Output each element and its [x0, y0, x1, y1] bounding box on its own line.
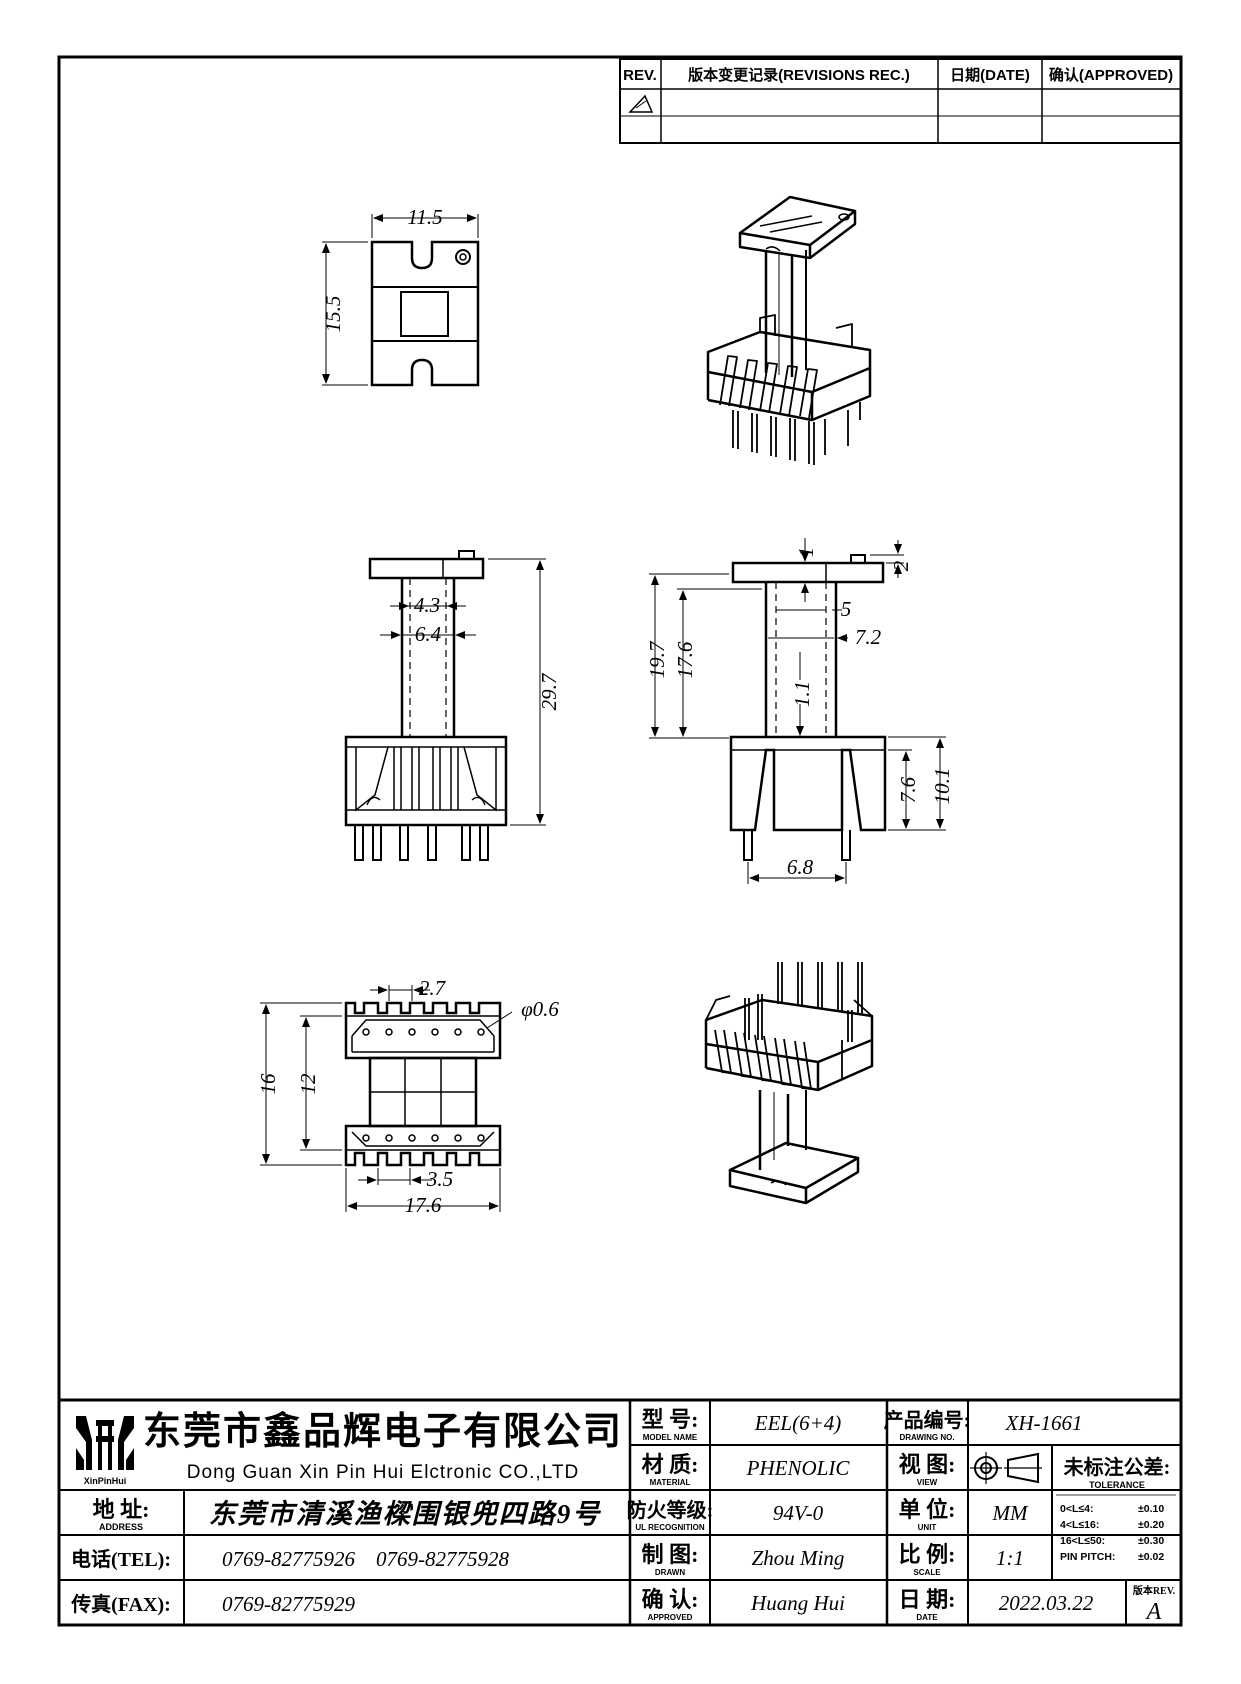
date-label-en: DATE [916, 1613, 938, 1622]
dim-side-17-6: 17.6 [673, 641, 697, 678]
tolerance-value-4: ±0.02 [1138, 1551, 1164, 1563]
approved-value: Huang Hui [750, 1591, 845, 1615]
revision-delta-icon [628, 94, 654, 113]
dim-side-7-6: 7.6 [896, 776, 920, 803]
tolerance-value-3: ±0.30 [1138, 1535, 1164, 1547]
side-view [649, 538, 946, 884]
address-label: 地 址: [93, 1497, 150, 1522]
dim-bottom-12: 12 [296, 1073, 320, 1095]
scale-label-en: SCALE [913, 1568, 941, 1577]
drawing-no-label-en: DRAWING NO. [899, 1433, 954, 1442]
dim-side-19-7: 19.7 [645, 640, 669, 678]
material-label: 材 质: [642, 1452, 699, 1477]
sheet-border [57, 55, 1183, 1627]
title-block-grid [57, 1398, 1183, 1627]
unit-label-en: UNIT [918, 1523, 937, 1532]
dim-bottom-2-7: 2.7 [419, 976, 447, 1000]
tolerance-value-1: ±0.10 [1138, 1503, 1164, 1515]
revision-table [619, 58, 1182, 144]
drawing-no-value: XH-1661 [1005, 1411, 1083, 1435]
dim-bottom-16: 16 [256, 1073, 280, 1095]
rev-value: A [1145, 1599, 1162, 1625]
address-value: 东莞市清溪渔樑围银兜四路9号 [209, 1499, 602, 1529]
tolerance-range-4: PIN PITCH: [1060, 1551, 1115, 1563]
company-logo [76, 1416, 134, 1470]
dim-side-5: 5 [841, 597, 852, 621]
tolerance-label: 未标注公差: [1064, 1455, 1171, 1479]
view-label-en: VIEW [917, 1478, 938, 1487]
model-value: EEL(6+4) [754, 1411, 842, 1435]
fax-value: 0769-82775929 [222, 1592, 355, 1616]
dim-top-width: 11.5 [407, 205, 442, 229]
drawing-no-label: 产品编号: [884, 1408, 971, 1432]
model-label-en: MODEL NAME [643, 1433, 698, 1442]
tolerance-label-en: TOLERANCE [1089, 1480, 1145, 1490]
material-value: PHENOLIC [746, 1456, 851, 1480]
date-value: 2022.03.22 [999, 1591, 1094, 1615]
ul-value: 94V-0 [773, 1501, 824, 1525]
address-label-en: ADDRESS [99, 1522, 143, 1532]
dim-front-4-3: 4.3 [414, 593, 440, 617]
drawn-value: Zhou Ming [752, 1546, 845, 1570]
dim-bottom-17-6: 17.6 [405, 1193, 442, 1217]
drawn-label-en: DRAWN [655, 1568, 685, 1577]
dim-bottom-hole: φ0.6 [521, 997, 559, 1021]
ul-label-en: UL RECOGNITION [635, 1523, 704, 1532]
dim-top-height: 15.5 [321, 296, 345, 333]
tolerance-range-1: 0<L≤4: [1060, 1503, 1093, 1515]
front-view [344, 550, 546, 861]
scale-label: 比 例: [899, 1542, 956, 1567]
scale-value: 1:1 [996, 1546, 1024, 1570]
dim-front-29-7: 29.7 [537, 672, 561, 710]
rev-label: 版本REV. [1133, 1584, 1176, 1597]
revision-date-header: 日期(DATE) [950, 66, 1030, 84]
tel-label: 电话(TEL): [71, 1548, 171, 1571]
model-label: 型 号: [642, 1407, 699, 1432]
ul-label: 防火等级: [627, 1498, 714, 1522]
isometric-view-bottom [704, 962, 874, 1205]
fax-label: 传真(FAX): [70, 1592, 171, 1616]
tolerance-value-2: ±0.20 [1138, 1519, 1164, 1531]
top-view [322, 214, 480, 387]
view-label: 视 图: [899, 1452, 956, 1477]
tel-value: 0769-82775926 0769-82775928 [222, 1547, 509, 1571]
date-label: 日 期: [899, 1587, 956, 1612]
dim-side-10-1: 10.1 [930, 768, 954, 805]
dim-side-1-1: 1.1 [790, 681, 814, 707]
dim-bottom-3-5: 3.5 [426, 1167, 453, 1191]
material-label-en: MATERIAL [650, 1478, 691, 1487]
tolerance-range-2: 4<L≤16: [1060, 1519, 1099, 1531]
dim-front-6-4: 6.4 [415, 622, 442, 646]
dim-side-1: 1 [794, 547, 818, 558]
revision-record-header: 版本变更记录(REVISIONS REC.) [688, 66, 910, 84]
dim-side-2: 2 [889, 560, 913, 571]
revision-approved-header: 确认(APPROVED) [1049, 66, 1173, 84]
unit-value: MM [992, 1501, 1029, 1525]
logo-text: XinPinHui [84, 1476, 127, 1486]
projection-symbol-icon [970, 1452, 1042, 1484]
isometric-view-top [706, 195, 872, 465]
rev-header: REV. [623, 67, 657, 84]
approved-label: 确 认: [642, 1587, 699, 1612]
approved-label-en: APPROVED [648, 1613, 693, 1622]
dim-side-7-2: 7.2 [855, 625, 882, 649]
unit-label: 单 位: [899, 1497, 956, 1522]
bottom-view [260, 985, 513, 1212]
drawn-label: 制 图: [642, 1542, 699, 1567]
tolerance-range-3: 16<L≤50: [1060, 1535, 1105, 1547]
dim-side-6-8: 6.8 [787, 855, 814, 879]
company-name-cn: 东莞市鑫品辉电子有限公司 [143, 1411, 623, 1453]
company-name-en: Dong Guan Xin Pin Hui Elctronic CO.,LTD [187, 1462, 579, 1483]
